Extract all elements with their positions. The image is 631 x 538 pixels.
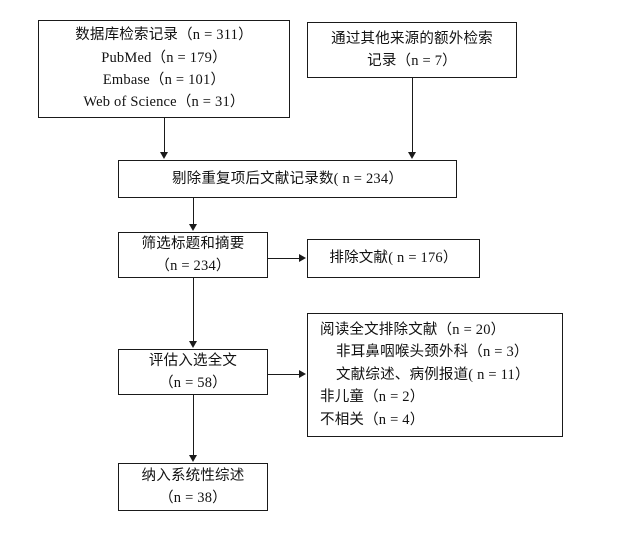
box-screen-title-abstract: 筛选标题和摘要 （n = 234） [118,232,268,278]
connector-fulltext-to-fulltext-excluded [268,374,299,376]
arrow-fulltext-to-included [188,455,197,462]
other-sources-line-1: 通过其他来源的额外检索 [331,30,493,47]
included-review-line-1: 纳入系统性综述 [141,467,245,484]
box-database-records: 数据库检索记录（n = 311） PubMed（n = 179） Embase（… [38,20,290,118]
after-duplicates-line-1: 剔除重复项后文献记录数( n = 234） [171,170,404,187]
connector-other-sources-to-duplicates [411,78,413,153]
excluded-records-line-1: 排除文献( n = 176） [329,250,458,267]
connector-screening-to-excluded [268,258,299,260]
arrow-database-to-duplicates [159,152,168,159]
fulltext-assessed-line-1: 评估入选全文 [148,352,238,369]
database-records-line-4: Web of Science（n = 31） [83,94,245,111]
fulltext-excluded-line-2: 非耳鼻咽喉头颈外科（n = 3） [336,344,529,361]
screen-title-abstract-line-1: 筛选标题和摘要 [141,235,245,252]
arrow-screening-to-fulltext [188,341,197,348]
box-after-duplicates: 剔除重复项后文献记录数( n = 234） [118,160,457,198]
other-sources-line-2: 记录（n = 7） [367,53,457,69]
box-fulltext-excluded: 阅读全文排除文献（n = 20） 非耳鼻咽喉头颈外科（n = 3） 文献综述、病… [307,313,563,437]
arrow-other-sources-to-duplicates [407,152,416,159]
fulltext-excluded-line-4: 非儿童（n = 2） [320,389,425,406]
arrow-duplicates-to-screening [188,224,197,231]
box-included-review: 纳入系统性综述 （n = 38） [118,463,268,511]
database-records-line-1: 数据库检索记录（n = 311） [75,27,253,44]
fulltext-excluded-line-1: 阅读全文排除文献（n = 20） [320,321,506,338]
arrow-fulltext-to-fulltext-excluded [299,370,306,379]
arrow-screening-to-excluded [299,254,306,263]
connector-duplicates-to-screening [192,198,194,225]
database-records-line-3: Embase（n = 101） [102,72,226,88]
connector-fulltext-to-included [192,395,194,456]
included-review-line-2: （n = 38） [159,490,227,506]
fulltext-excluded-line-3: 文献综述、病例报道( n = 11） [336,366,530,383]
connector-database-to-duplicates [163,118,165,153]
fulltext-assessed-line-2: （n = 58） [159,375,227,391]
fulltext-excluded-line-5: 不相关（n = 4） [320,411,425,428]
screen-title-abstract-line-2: （n = 234） [155,258,231,274]
box-other-sources: 通过其他来源的额外检索 记录（n = 7） [307,22,517,78]
box-excluded-records: 排除文献( n = 176） [307,239,480,278]
box-fulltext-assessed: 评估入选全文 （n = 58） [118,349,268,395]
connector-screening-to-fulltext [192,278,194,342]
database-records-line-2: PubMed（n = 179） [101,49,227,66]
